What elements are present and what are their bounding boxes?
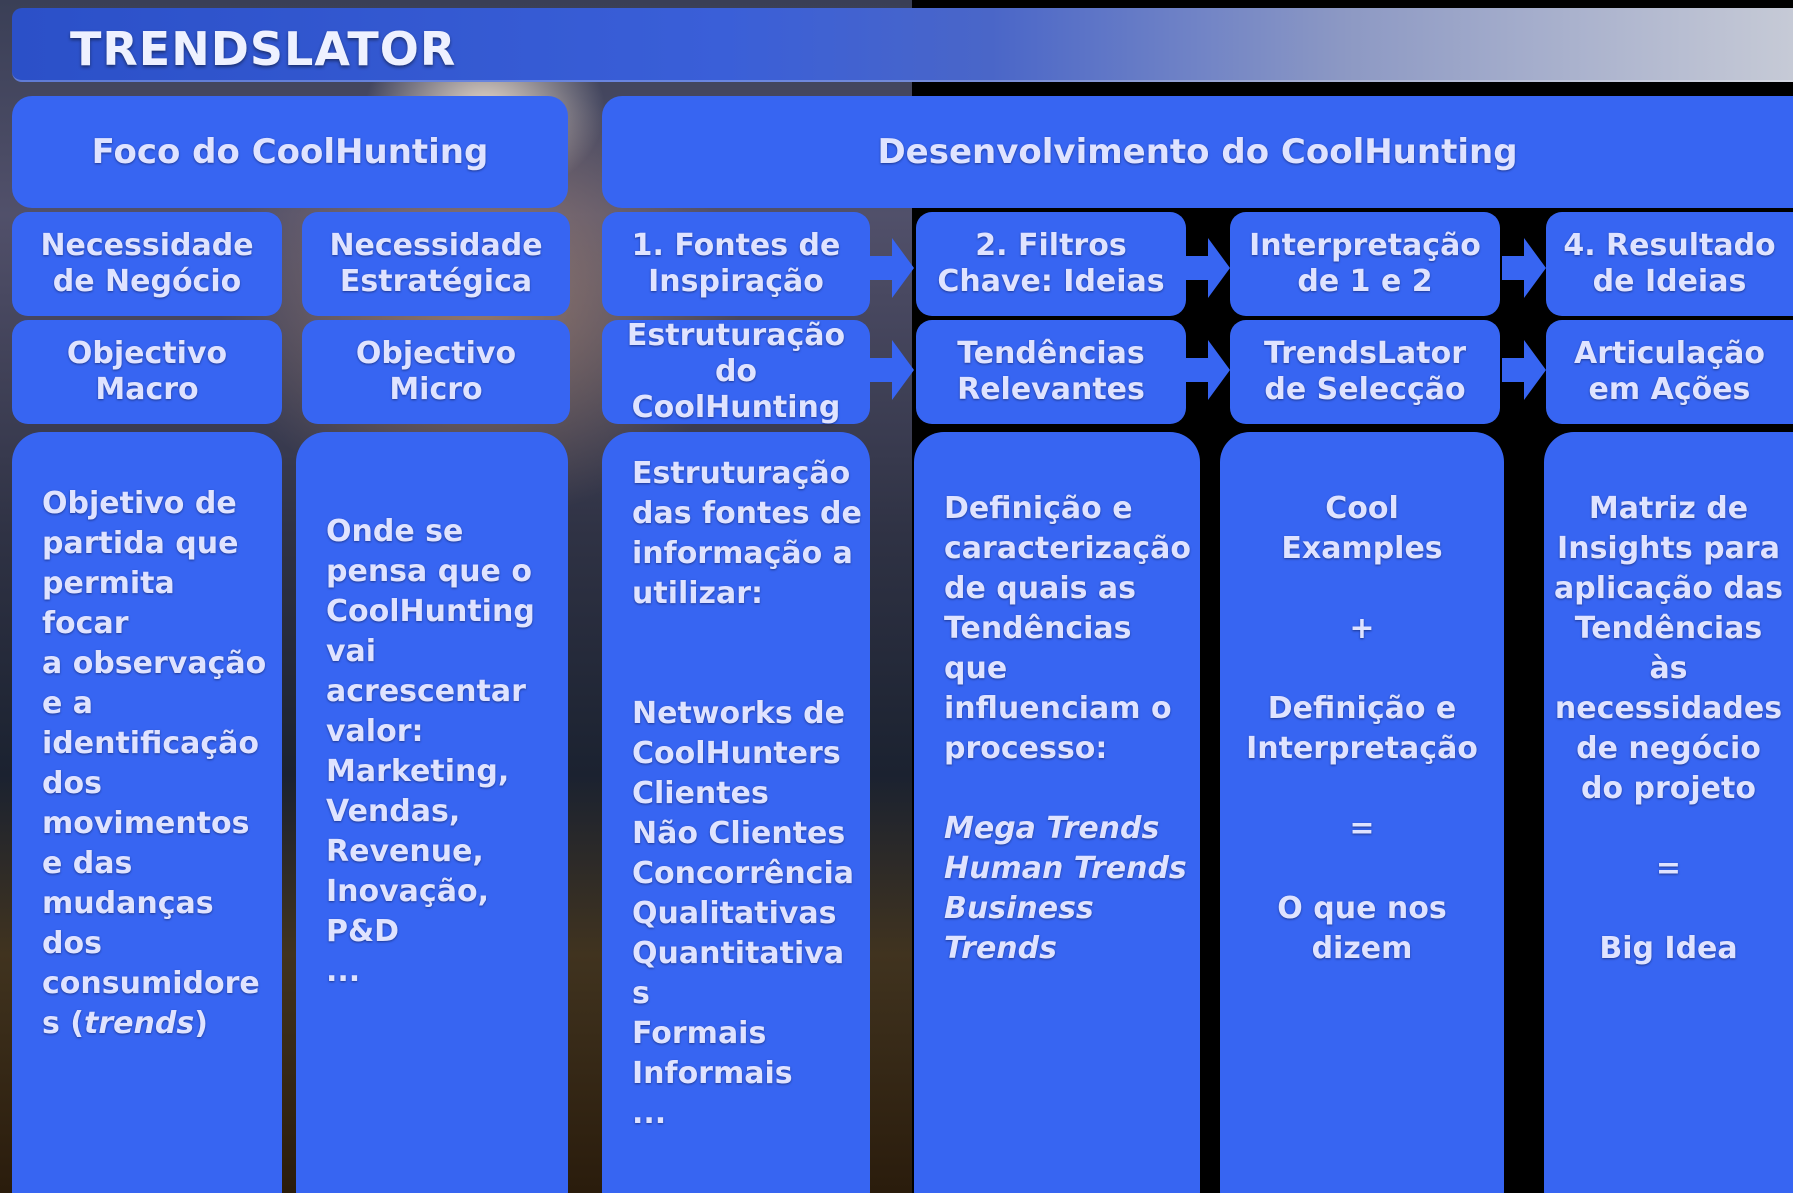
col1-heading: Necessidade de Negócio xyxy=(12,212,282,316)
col4-subheading: Tendências Relevantes xyxy=(916,320,1186,424)
col6-subheading: Articulação em Ações xyxy=(1546,320,1793,424)
col4-body: Definição e caracterização de quais as T… xyxy=(914,432,1200,1193)
col6-body: Matriz de Insights para aplicação das Te… xyxy=(1544,432,1793,1193)
arrow-right-icon xyxy=(870,340,914,400)
col5-body-text: Cool Examples + Definição e Interpretaçã… xyxy=(1246,491,1478,966)
col5-body: Cool Examples + Definição e Interpretaçã… xyxy=(1220,432,1504,1193)
section-focus-label: Foco do CoolHunting xyxy=(91,132,489,172)
section-focus: Foco do CoolHunting xyxy=(12,96,568,208)
col3-body: Estruturação das fontes de informação a … xyxy=(602,432,870,1193)
arrow-right-icon xyxy=(1186,238,1230,298)
col4-heading: 2. Filtros Chave: Ideias xyxy=(916,212,1186,316)
col2-body-text: Onde se pensa que o CoolHunting vai acre… xyxy=(326,514,535,989)
col1-body-text: Objetivo de partida que permita focar a … xyxy=(42,486,267,1041)
page-title: TRENDSLATOR xyxy=(70,22,457,76)
col3-body-text: Estruturação das fontes de informação a … xyxy=(632,456,862,1131)
arrow-right-icon xyxy=(870,238,914,298)
col5-subheading: TrendsLator de Selecção xyxy=(1230,320,1500,424)
arrow-right-icon xyxy=(1502,340,1546,400)
col6-body-text: Matriz de Insights para aplicação das Te… xyxy=(1554,491,1783,966)
col2-heading: Necessidade Estratégica xyxy=(302,212,570,316)
col5-heading: Interpretação de 1 e 2 xyxy=(1230,212,1500,316)
section-development: Desenvolvimento do CoolHunting xyxy=(602,96,1793,208)
col3-subheading: Estruturação do CoolHunting xyxy=(602,318,870,425)
col6-heading: 4. Resultado de Ideias xyxy=(1546,212,1793,316)
col3-heading: 1. Fontes de Inspiração xyxy=(602,212,870,316)
arrow-right-icon xyxy=(1186,340,1230,400)
col2-body: Onde se pensa que o CoolHunting vai acre… xyxy=(296,432,568,1193)
section-development-label: Desenvolvimento do CoolHunting xyxy=(877,132,1518,172)
arrow-right-icon xyxy=(1502,238,1546,298)
col1-body: Objetivo de partida que permita focar a … xyxy=(12,432,282,1193)
col1-subheading: Objectivo Macro xyxy=(12,320,282,424)
title-bar: TRENDSLATOR xyxy=(12,8,1793,82)
col2-subheading: Objectivo Micro xyxy=(302,320,570,424)
col4-body-text: Definição e caracterização de quais as T… xyxy=(944,491,1191,966)
